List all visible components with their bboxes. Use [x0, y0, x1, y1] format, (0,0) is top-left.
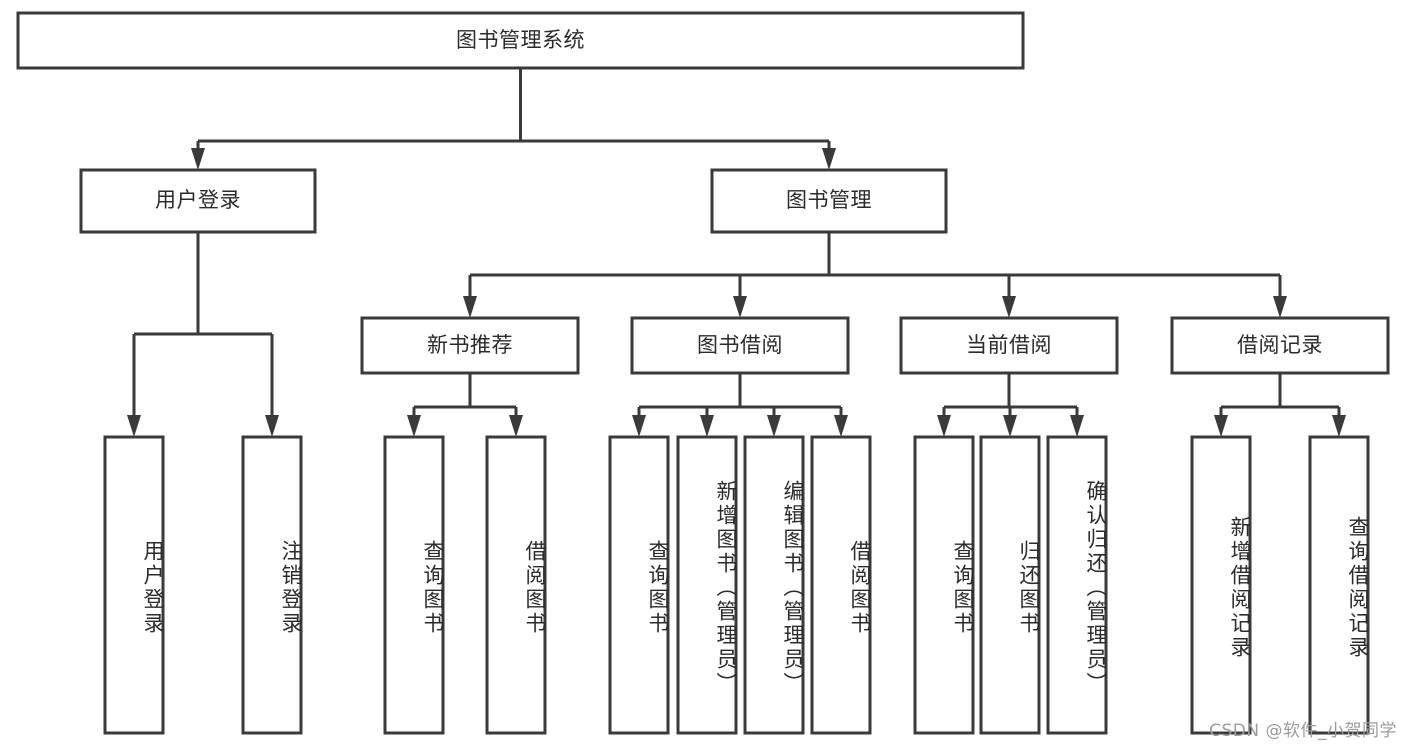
node-box-leaf-borrow-book-2 [810, 435, 872, 735]
watermark: CSDN @软件_小贺同学 [1209, 721, 1397, 741]
node-box-leaf-user-logout [241, 435, 303, 735]
arrow-head-icon-new-book-recommend [463, 296, 477, 318]
node-box-leaf-user-login [103, 435, 165, 735]
node-box-book-management [710, 168, 948, 234]
arrow-head-icon-book-borrow [733, 296, 747, 318]
node-box-leaf-add-record [1190, 435, 1252, 735]
arrow-head-icon-leaf-user-login [127, 415, 141, 437]
arrow-head-icon-leaf-borrow-book-2 [834, 415, 848, 437]
node-box-leaf-query-record [1308, 435, 1370, 735]
arrow-head-icon-user-login [191, 148, 205, 170]
arrow-head-icon-leaf-confirm-return [1070, 415, 1084, 437]
node-box-leaf-return-book [979, 435, 1041, 735]
arrow-head-icon-leaf-query-book-3 [937, 415, 951, 437]
node-box-leaf-query-book-3 [913, 435, 975, 735]
node-box-root [16, 11, 1025, 70]
arrow-head-icon-leaf-add-book [700, 415, 714, 437]
arrow-head-icon-leaf-query-book-1 [407, 415, 421, 437]
node-box-user-login [79, 168, 317, 234]
arrow-head-icon-leaf-query-record [1332, 415, 1346, 437]
node-box-book-borrow [630, 316, 850, 375]
arrow-head-icon-leaf-edit-book [767, 415, 781, 437]
connector-layer [127, 68, 1346, 437]
arrow-head-icon-leaf-return-book [1003, 415, 1017, 437]
node-box-current-borrow [899, 316, 1119, 375]
node-box-leaf-query-book-2 [608, 435, 670, 735]
arrow-head-icon-leaf-query-book-2 [632, 415, 646, 437]
node-box-leaf-borrow-book-1 [485, 435, 547, 735]
arrow-head-icon-leaf-user-logout [265, 415, 279, 437]
node-box-borrow-record [1170, 316, 1390, 375]
arrow-head-icon-leaf-add-record [1214, 415, 1228, 437]
box-layer [16, 11, 1390, 735]
node-box-leaf-add-book [676, 435, 738, 735]
node-box-leaf-edit-book [743, 435, 805, 735]
node-box-new-book-recommend [360, 316, 580, 375]
node-box-leaf-confirm-return [1046, 435, 1108, 735]
arrow-head-icon-leaf-borrow-book-1 [509, 415, 523, 437]
arrow-head-icon-current-borrow [1002, 296, 1016, 318]
node-box-leaf-query-book-1 [383, 435, 445, 735]
arrow-head-icon-book-management [822, 148, 836, 170]
arrow-head-icon-borrow-record [1273, 296, 1287, 318]
